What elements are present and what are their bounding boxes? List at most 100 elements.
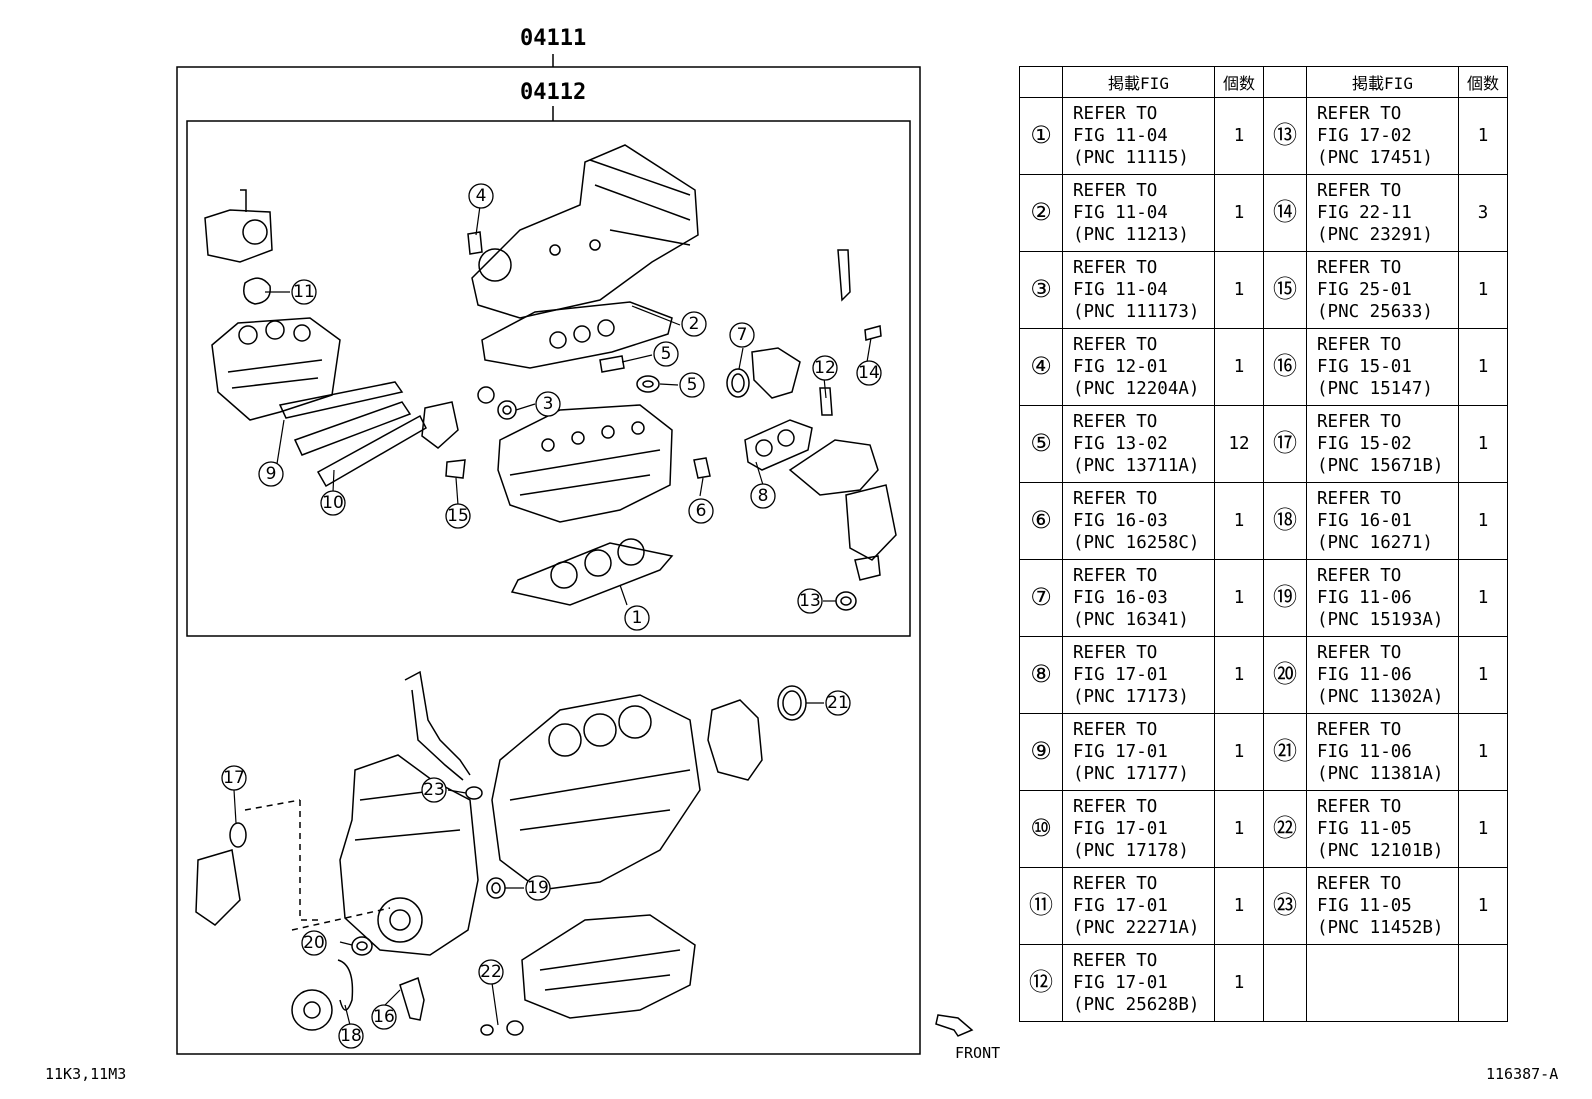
callout-label: 14 xyxy=(858,363,880,383)
callout-4: 4 xyxy=(468,183,494,209)
callout-17: 17 xyxy=(221,765,247,791)
figure-ref-cell: REFER TO FIG 16-03 (PNC 16341) xyxy=(1062,559,1215,637)
part-number-cell: ⑳ xyxy=(1263,636,1307,714)
part-number-badge: ⑬ xyxy=(1273,120,1297,149)
table-header-row: 掲載FIG 個数 掲載FIG 個数 xyxy=(1019,66,1508,98)
quantity-cell: 1 xyxy=(1214,251,1264,329)
quantity-cell: 12 xyxy=(1214,405,1264,483)
callout-14: 14 xyxy=(856,360,882,386)
callout-label: 4 xyxy=(476,186,487,206)
part-number-cell: ⑬ xyxy=(1263,97,1307,175)
callout-label: 18 xyxy=(340,1026,362,1046)
callout-label: 20 xyxy=(303,933,325,953)
quantity-cell: 1 xyxy=(1458,790,1508,868)
part-number-badge: ⑥ xyxy=(1030,505,1052,534)
figure-ref-cell: REFER TO FIG 11-04 (PNC 11115) xyxy=(1062,97,1215,175)
part-number-badge: ⑦ xyxy=(1030,582,1052,611)
callout-label: 1 xyxy=(632,608,643,628)
part-number-badge: ⑯ xyxy=(1273,351,1297,380)
part-number-badge: ⑱ xyxy=(1273,505,1297,534)
callout-13: 13 xyxy=(797,588,823,614)
part-number-cell: ㉒ xyxy=(1263,790,1307,868)
callout-22: 22 xyxy=(478,959,504,985)
callout-21: 21 xyxy=(825,690,851,716)
kit-code-inner: 04112 xyxy=(520,80,587,105)
quantity-cell: 1 xyxy=(1458,405,1508,483)
callout-20: 20 xyxy=(301,930,327,956)
part-number-cell: ⑤ xyxy=(1019,405,1063,483)
callout-16: 16 xyxy=(371,1004,397,1030)
quantity-cell: 1 xyxy=(1214,867,1264,945)
figure-ref-cell: REFER TO FIG 22-11 (PNC 23291) xyxy=(1306,174,1459,252)
part-number-badge: ⑧ xyxy=(1030,659,1052,688)
callout-7: 7 xyxy=(729,322,755,348)
header-fig-2: 掲載FIG xyxy=(1306,66,1459,98)
quantity-cell: 1 xyxy=(1214,174,1264,252)
part-number-badge: ⑩ xyxy=(1030,813,1052,842)
figure-ref-cell: REFER TO FIG 15-01 (PNC 15147) xyxy=(1306,328,1459,406)
part-number-badge: ⑤ xyxy=(1030,428,1052,457)
header-qty: 個数 xyxy=(1214,66,1264,98)
exploded-parts-diagram: 1 2 3 4 5 5 6 7 8 9 10 11 12 13 14 15 16… xyxy=(176,54,974,1055)
header-num-2 xyxy=(1263,66,1307,98)
callout-label: 7 xyxy=(737,325,748,345)
figure-ref-cell: REFER TO FIG 17-01 (PNC 17177) xyxy=(1062,713,1215,791)
quantity-cell: 1 xyxy=(1458,559,1508,637)
part-number-cell: ⑪ xyxy=(1019,867,1063,945)
part-number-badge: ⑪ xyxy=(1029,890,1053,919)
callout-11: 11 xyxy=(291,279,317,305)
part-number-cell: ② xyxy=(1019,174,1063,252)
part-number-cell: ⑯ xyxy=(1263,328,1307,406)
callout-label: 5 xyxy=(687,375,698,395)
callout-label: 8 xyxy=(758,486,769,506)
figure-ref-cell: REFER TO FIG 11-04 (PNC 111173) xyxy=(1062,251,1215,329)
quantity-cell: 1 xyxy=(1458,97,1508,175)
part-number-badge: ㉓ xyxy=(1273,890,1297,919)
figure-ref-cell: REFER TO FIG 17-02 (PNC 17451) xyxy=(1306,97,1459,175)
quantity-cell: 1 xyxy=(1214,790,1264,868)
part-number-cell: ③ xyxy=(1019,251,1063,329)
part-number-badge: ④ xyxy=(1030,351,1052,380)
part-number-cell: ⑨ xyxy=(1019,713,1063,791)
header-qty-2: 個数 xyxy=(1458,66,1508,98)
header-fig: 掲載FIG xyxy=(1062,66,1215,98)
callout-label: 6 xyxy=(696,501,707,521)
figure-ref-cell: REFER TO FIG 11-05 (PNC 11452B) xyxy=(1306,867,1459,945)
figure-ref-cell: REFER TO FIG 17-01 (PNC 17178) xyxy=(1062,790,1215,868)
part-number-cell: ⑭ xyxy=(1263,174,1307,252)
figure-ref-cell: REFER TO FIG 11-04 (PNC 11213) xyxy=(1062,174,1215,252)
part-number-cell: ① xyxy=(1019,97,1063,175)
callout-label: 17 xyxy=(223,768,245,788)
figure-ref-cell: REFER TO FIG 11-06 (PNC 11381A) xyxy=(1306,713,1459,791)
kit-code-outer: 04111 xyxy=(520,26,587,51)
callout-label: 11 xyxy=(293,282,315,302)
quantity-cell: 1 xyxy=(1458,867,1508,945)
callout-label: 12 xyxy=(814,358,836,378)
callout-label: 23 xyxy=(423,780,445,800)
part-number-cell: ④ xyxy=(1019,328,1063,406)
callout-6: 6 xyxy=(688,498,714,524)
part-number-cell: ⑦ xyxy=(1019,559,1063,637)
callout-label: 10 xyxy=(322,493,344,513)
figure-ref-cell xyxy=(1306,944,1459,1022)
model-code-label: 11K3,11M3 xyxy=(45,1065,127,1083)
figure-ref-cell: REFER TO FIG 16-03 (PNC 16258C) xyxy=(1062,482,1215,560)
callout-label: 15 xyxy=(447,506,469,526)
figure-ref-cell: REFER TO FIG 25-01 (PNC 25633) xyxy=(1306,251,1459,329)
part-number-cell xyxy=(1263,944,1307,1022)
quantity-cell: 1 xyxy=(1214,328,1264,406)
callout-5a: 5 xyxy=(653,341,679,367)
callout-label: 21 xyxy=(827,693,849,713)
figure-ref-cell: REFER TO FIG 17-01 (PNC 25628B) xyxy=(1062,944,1215,1022)
part-number-cell: ⑱ xyxy=(1263,482,1307,560)
quantity-cell: 1 xyxy=(1458,328,1508,406)
callout-19: 19 xyxy=(525,875,551,901)
